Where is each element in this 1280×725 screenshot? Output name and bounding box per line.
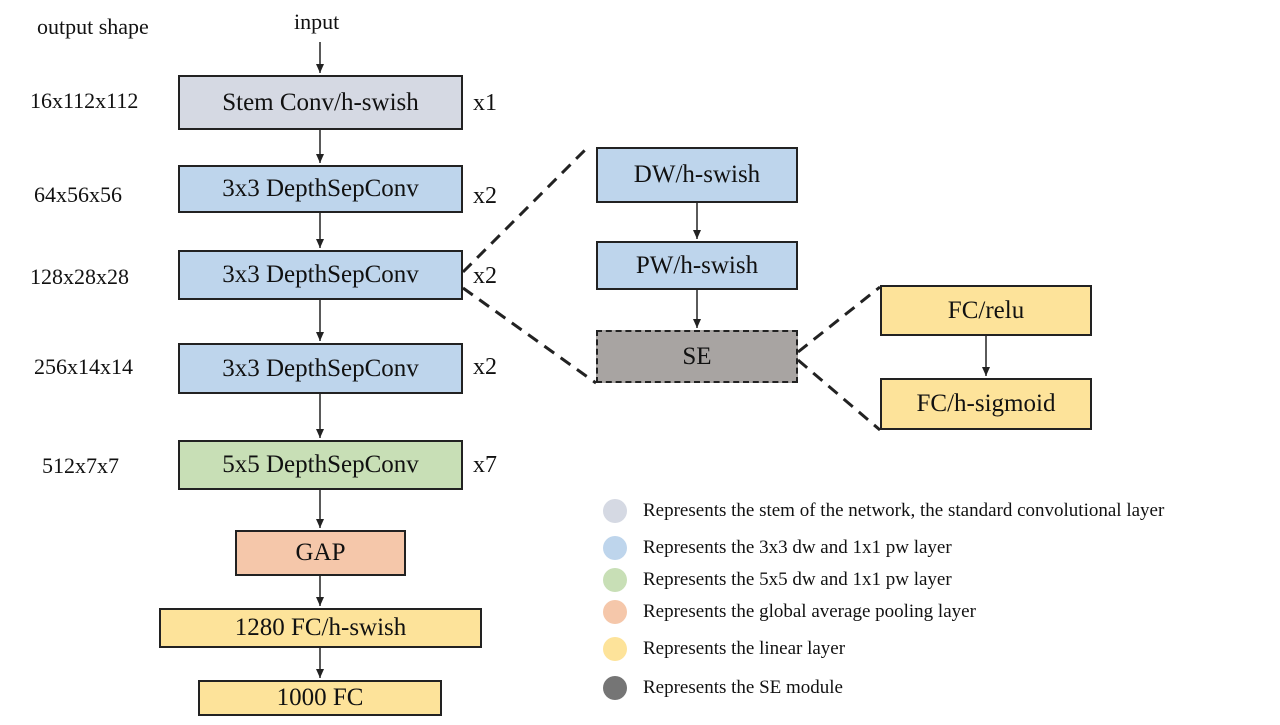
legend-swatch-se: [603, 676, 627, 700]
fc-1000-block: 1000 FC: [198, 680, 442, 716]
legend-swatch-5x5: [603, 568, 627, 592]
shape-label-dsc1: 64x56x56: [34, 182, 122, 207]
output-shape-heading: output shape: [37, 14, 149, 39]
repeat-label-dsc3: x2: [473, 354, 497, 380]
dw-hswish-block: DW/h-swish: [596, 147, 798, 203]
legend-swatch-linear: [603, 637, 627, 661]
depthsepconv-5x5-block: 5x5 DepthSepConv: [178, 440, 463, 490]
expand-line-bottom: [462, 286, 597, 385]
legend-label-stem: Represents the stem of the network, the …: [643, 500, 1165, 521]
stem-conv-block: Stem Conv/h-swish: [178, 75, 463, 130]
fc-1280-block: 1280 FC/h-swish: [159, 608, 482, 648]
legend-label-se: Represents the SE module: [643, 677, 843, 698]
legend-label-linear: Represents the linear layer: [643, 638, 846, 659]
legend-swatch-gap: [603, 600, 627, 624]
pw-hswish-block: PW/h-swish: [596, 241, 798, 290]
legend-item-5x5: Represents the 5x5 dw and 1x1 pw layer: [603, 567, 952, 593]
repeat-label-stem: x1: [473, 90, 497, 116]
repeat-label-dsc2: x2: [473, 263, 497, 289]
shape-label-stem: 16x112x112: [30, 88, 139, 113]
gap-block: GAP: [235, 530, 406, 576]
legend-item-linear: Represents the linear layer: [603, 636, 845, 662]
legend-item-stem: Represents the stem of the network, the …: [603, 498, 1164, 524]
se-expand-line-top: [797, 285, 881, 354]
shape-label-dsc5: 512x7x7: [42, 453, 119, 478]
legend-label-gap: Represents the global average pooling la…: [643, 601, 976, 622]
legend-item-3x3: Represents the 3x3 dw and 1x1 pw layer: [603, 535, 952, 561]
shape-label-dsc2: 128x28x28: [30, 264, 129, 289]
shape-label-dsc3: 256x14x14: [34, 354, 133, 379]
expand-line-top: [461, 148, 587, 274]
depthsepconv-3x3-block-2: 3x3 DepthSepConv: [178, 250, 463, 300]
se-expand-line-bottom: [797, 358, 881, 432]
depthsepconv-3x3-block-1: 3x3 DepthSepConv: [178, 165, 463, 213]
se-block: SE: [596, 330, 798, 383]
fc-hsigmoid-block: FC/h-sigmoid: [880, 378, 1092, 430]
depthsepconv-3x3-block-3: 3x3 DepthSepConv: [178, 343, 463, 394]
repeat-label-dsc1: x2: [473, 183, 497, 209]
legend-swatch-3x3: [603, 536, 627, 560]
legend-label-5x5: Represents the 5x5 dw and 1x1 pw layer: [643, 569, 952, 590]
legend-swatch-stem: [603, 499, 627, 523]
legend-label-3x3: Represents the 3x3 dw and 1x1 pw layer: [643, 537, 952, 558]
legend-item-gap: Represents the global average pooling la…: [603, 599, 976, 625]
fc-relu-block: FC/relu: [880, 285, 1092, 336]
legend-item-se: Represents the SE module: [603, 675, 843, 701]
repeat-label-dsc5: x7: [473, 452, 497, 478]
input-label: input: [294, 9, 340, 34]
